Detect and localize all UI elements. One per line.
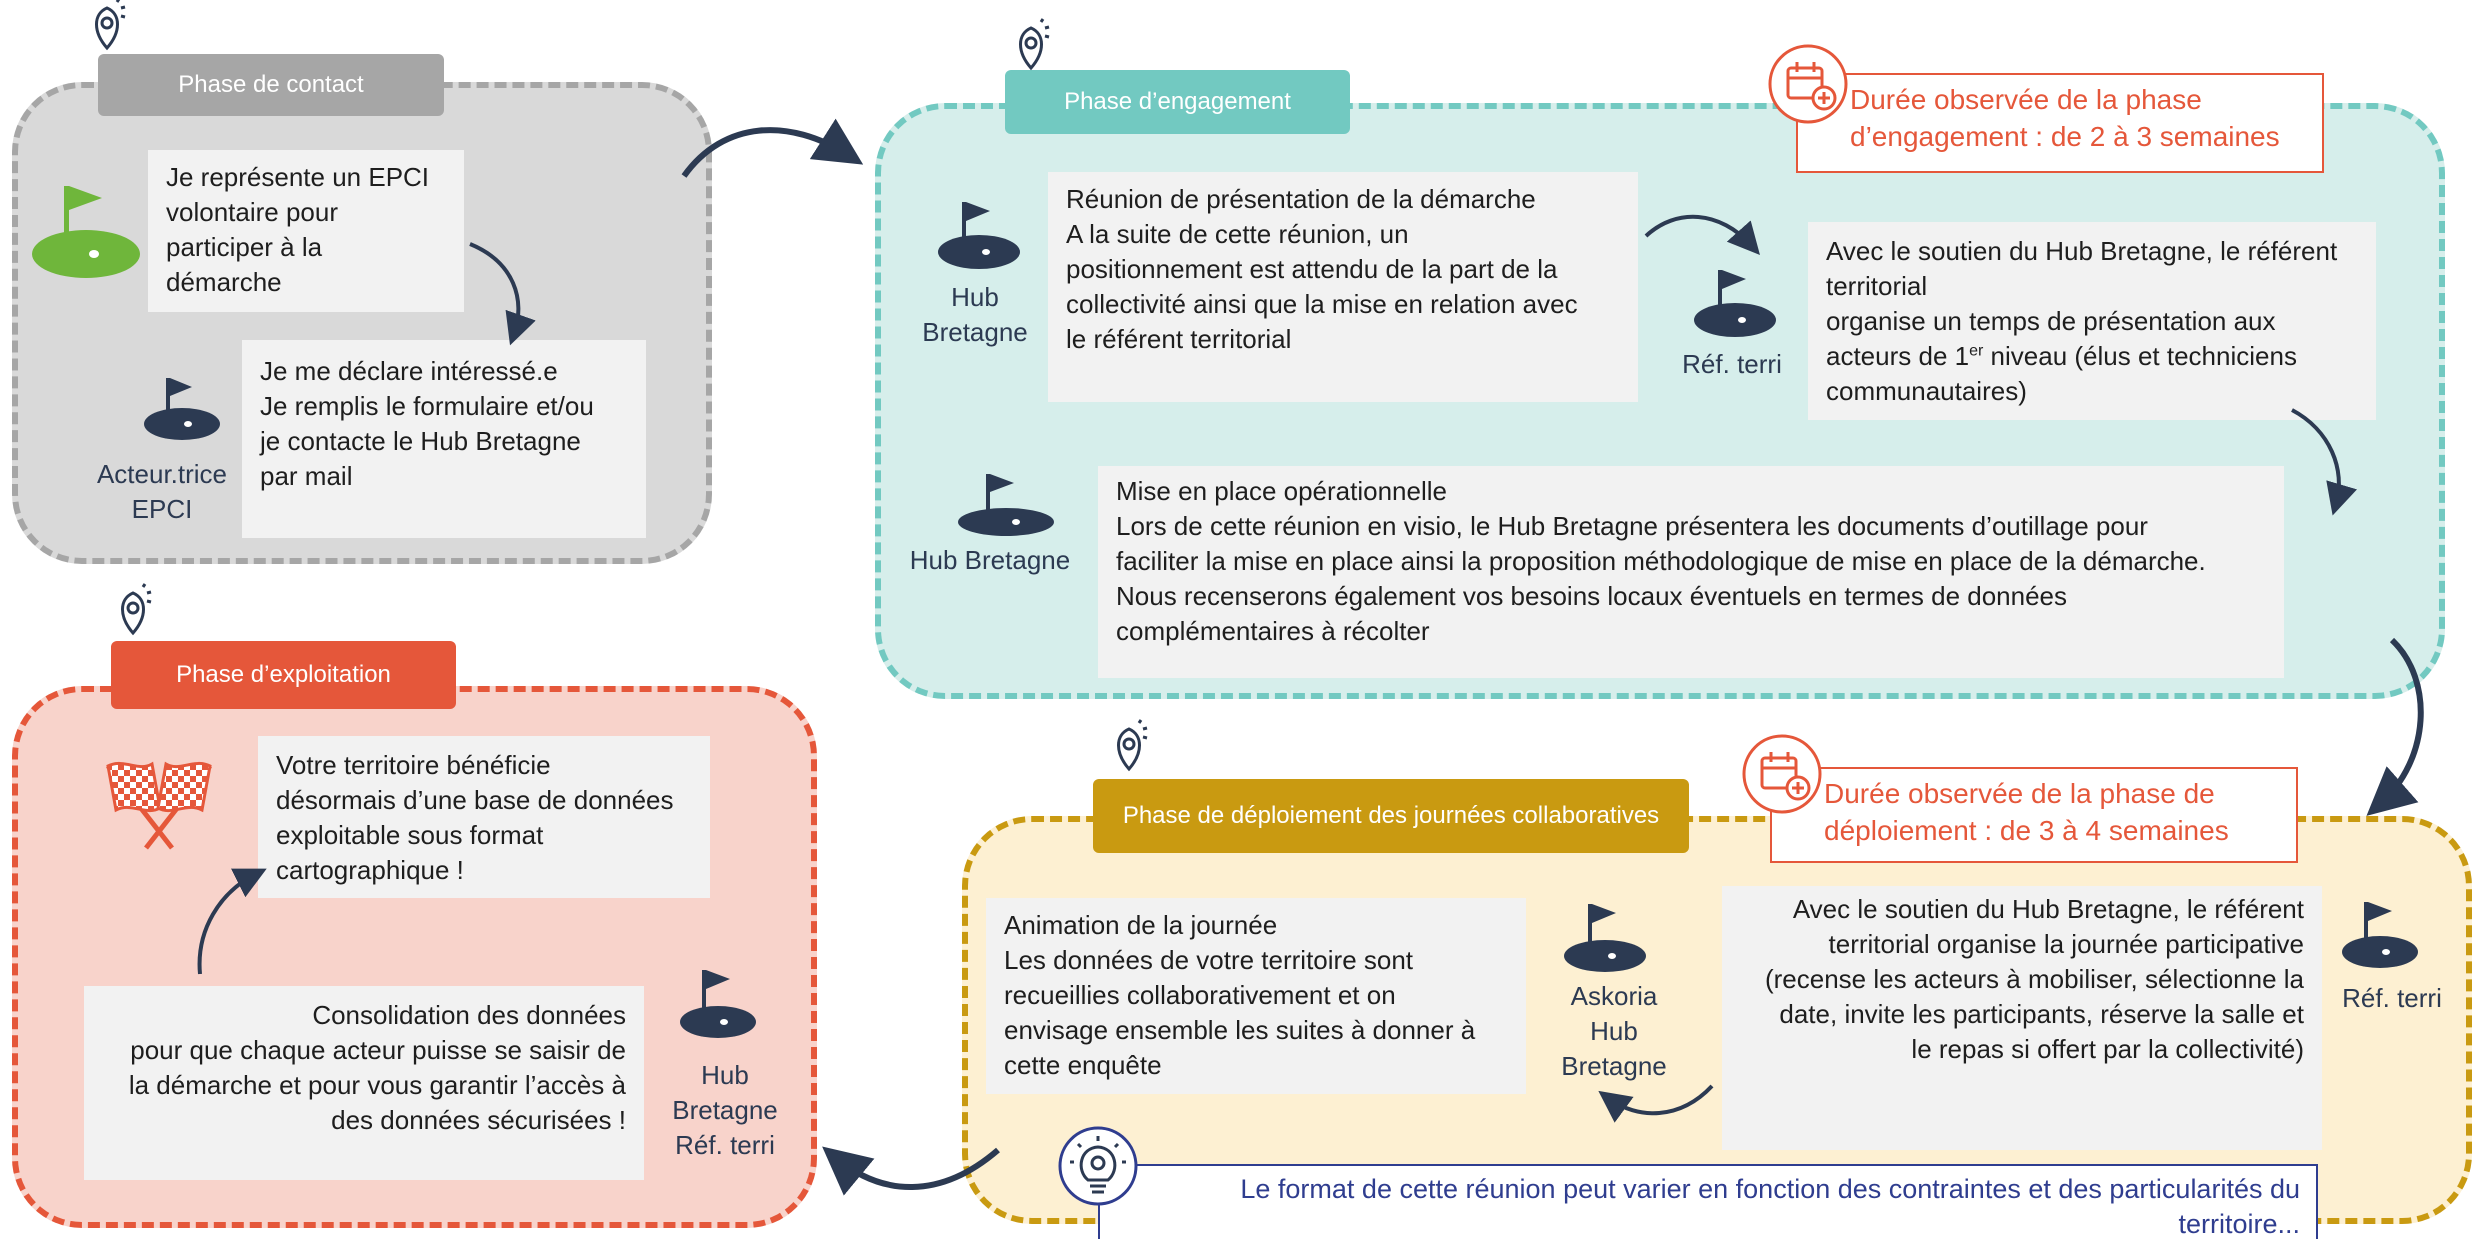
location-pin-icon <box>95 0 126 51</box>
arrow-meeting-to-ref <box>1644 214 1760 255</box>
calendar-icon <box>1768 44 1848 124</box>
arrow-deployment-to-exploitation <box>822 1146 1000 1196</box>
arrow-presentation-to-operational <box>2291 408 2357 516</box>
actor-golf-icon <box>2342 902 2418 968</box>
checkered-flags-icon <box>106 761 212 850</box>
golf-flag-icon <box>32 186 140 278</box>
engagement-presentation-box: Avec le soutien du Hub Bretagne, le réfé… <box>1808 222 2376 420</box>
deployment-phase-title: Phase de déploiement des journées collab… <box>1093 779 1689 853</box>
actor-golf-icon <box>680 970 756 1038</box>
engagement-actor-ref: Réf. terri <box>1682 349 1782 379</box>
deployment-actor-ref: Réf. terri <box>2342 983 2442 1013</box>
arrow-organisation-to-animation <box>1598 1084 1714 1123</box>
location-pin-icon <box>1117 719 1148 772</box>
contact-phase-title: Phase de contact <box>98 54 444 116</box>
actor-golf-icon <box>938 202 1020 269</box>
engagement-phase-title: Phase d’engagement <box>1005 70 1350 134</box>
actor-golf-icon <box>1564 904 1646 972</box>
arrow-engagement-to-deployment <box>2366 637 2424 816</box>
calendar-icon <box>1742 734 1822 814</box>
exploitation-phase-title: Phase d’exploitation <box>111 641 456 709</box>
arrow-epci-to-interest <box>469 242 536 346</box>
actor-golf-icon <box>144 378 220 440</box>
actor-golf-icon <box>1694 270 1776 337</box>
deployment-organisation-box: Avec le soutien du Hub Bretagne, le réfé… <box>1722 886 2322 1150</box>
lightbulb-icon <box>1058 1126 1138 1206</box>
arrow-contact-to-engagement <box>681 118 864 178</box>
deployment-note-box: Le format de cette réunion peut varier e… <box>1098 1164 2318 1239</box>
actor-golf-icon <box>958 474 1054 536</box>
location-pin-icon <box>121 583 152 636</box>
arrow-consolidation-to-result <box>197 868 267 975</box>
engagement-actor-hub-bretagne: Hub Bretagne <box>909 545 1071 575</box>
location-pin-icon <box>1019 18 1050 71</box>
